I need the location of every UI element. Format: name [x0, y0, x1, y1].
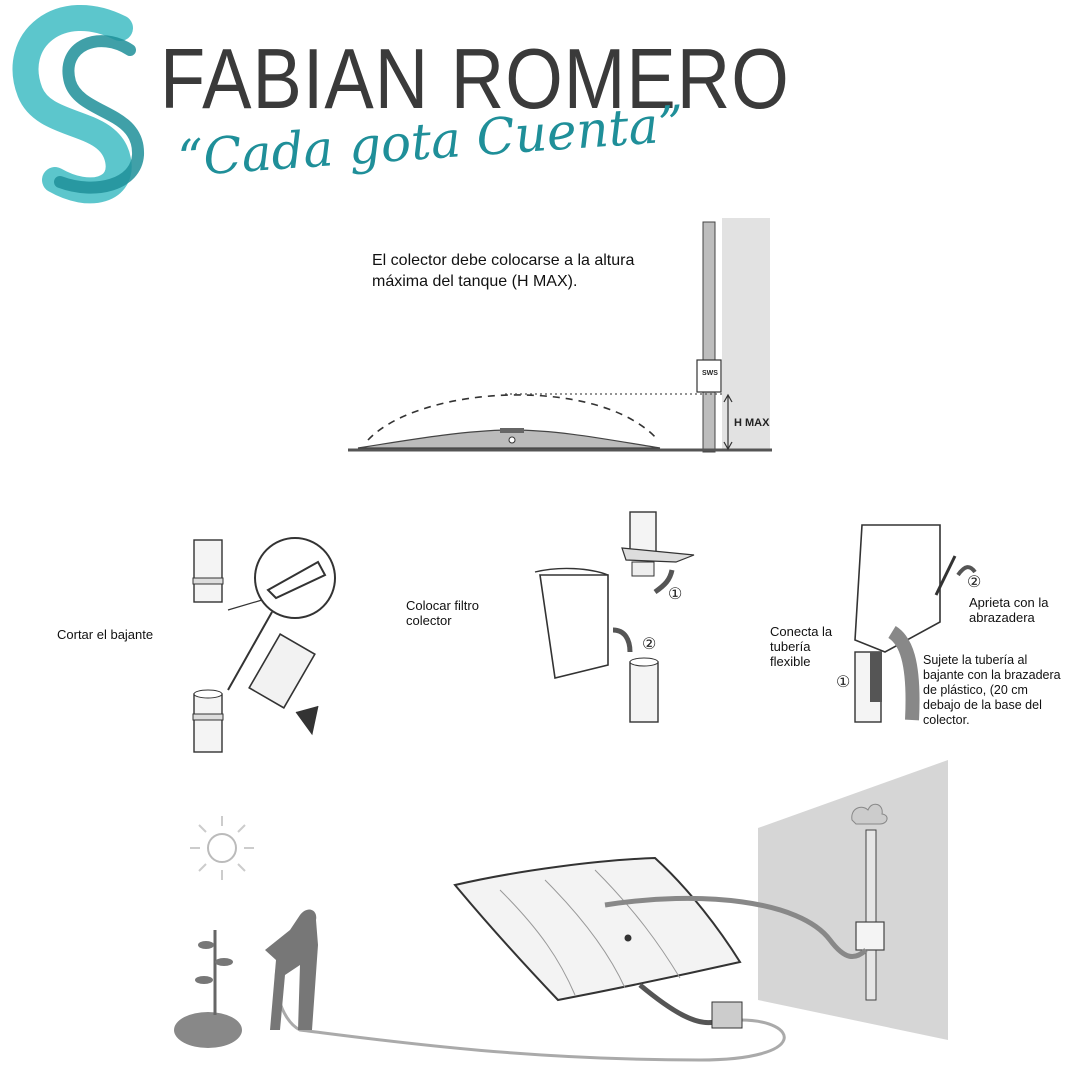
connect-hose-illustration	[854, 524, 977, 723]
h-max-label: H MAX	[734, 417, 770, 429]
place-filter-label: Colocar filtro colector	[406, 598, 479, 628]
collector-box-label: SWS	[702, 370, 718, 377]
filter-illustration	[534, 511, 695, 723]
fix-hose-label: Sujete la tubería al bajante con la braz…	[923, 653, 1061, 727]
top-instruction-text: El colector debe colocarse a la altura m…	[372, 252, 635, 290]
filter-step-1: ①	[668, 586, 683, 603]
brand-name: FABIAN ROMERO	[160, 31, 790, 127]
connect-hose-label: Conecta la tubería flexible	[770, 624, 833, 669]
connect-step-1: ①	[836, 674, 851, 691]
cut-downpipe-illustration	[192, 537, 336, 753]
logo-icon	[12, 5, 145, 204]
cut-downpipe-label: Cortar el bajante	[57, 627, 154, 642]
top-diagram	[348, 218, 772, 453]
connect-step-2: ②	[967, 574, 982, 591]
filter-step-2: ②	[642, 636, 657, 653]
tighten-clamp-label: Aprieta con la abrazadera	[969, 595, 1049, 625]
rainwater-scene-illustration	[174, 760, 948, 1062]
